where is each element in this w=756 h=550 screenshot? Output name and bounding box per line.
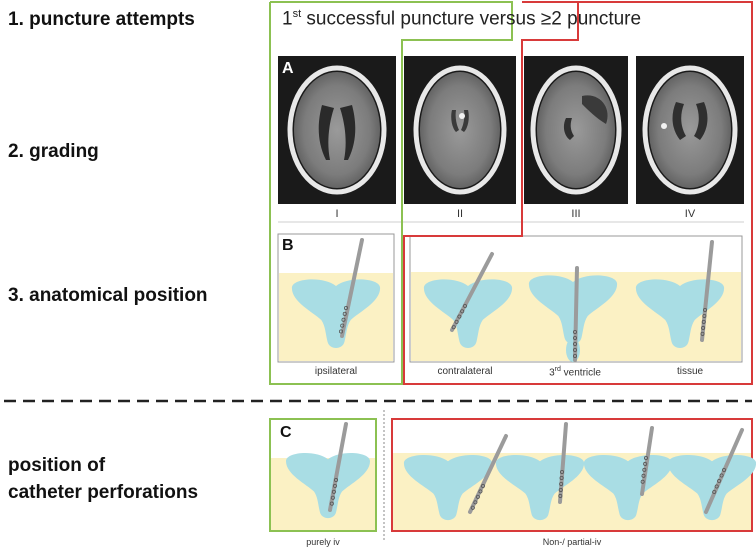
ct-ventricle	[461, 110, 469, 132]
ct-ventricle	[582, 95, 608, 124]
caption-ipsilateral: ipsilateral	[314, 366, 358, 377]
skull-outline	[530, 65, 622, 195]
row-label-anatomical-position: 3. anatomical position	[8, 285, 208, 306]
caption-contralateral: contralateral	[437, 366, 493, 377]
ct-ventricle	[451, 110, 459, 132]
caption-tissue: tissue	[676, 366, 704, 377]
catheter	[450, 252, 494, 332]
panel-letter-a: A	[282, 60, 294, 77]
ct-panel-a	[278, 56, 744, 223]
ct-ventricle	[672, 102, 686, 140]
panel-b	[277, 233, 743, 363]
puncture-attempts-header: 1st successful puncture versus ≥2 punctu…	[282, 8, 642, 30]
brain-tissue	[537, 72, 615, 188]
ct-ventricle	[563, 118, 574, 140]
brain-tissue	[294, 72, 380, 188]
catheter	[573, 266, 579, 362]
catheter	[704, 428, 744, 514]
red-outline-multiple-punctures	[403, 1, 753, 385]
panel-letter-b: B	[282, 237, 294, 254]
skull-outline	[413, 65, 507, 195]
catheter	[558, 422, 568, 504]
catheter	[468, 434, 508, 514]
ct-ventricle	[340, 105, 356, 160]
grade-label-1: I	[335, 208, 339, 220]
row-label-grading: 2. grading	[8, 141, 99, 162]
caption-partial-iv: Non-/ partial-iv	[542, 537, 602, 547]
skull-outline	[642, 65, 738, 195]
ct-catheter-tip	[459, 113, 465, 119]
row-label-puncture-attempts: 1. puncture attempts	[8, 9, 195, 30]
skull-outline	[287, 65, 387, 195]
row-label-perforations-line2: catheter perforations	[8, 482, 199, 503]
ct-catheter-tip	[661, 123, 667, 129]
grade-label-2: II	[456, 208, 464, 220]
row-label-perforations-line1: position of	[8, 455, 106, 476]
ct-ventricle	[694, 102, 708, 140]
brain-tissue	[420, 72, 500, 188]
grade-label-4: IV	[684, 208, 696, 220]
caption-purely-iv: purely iv	[306, 537, 340, 547]
catheter	[328, 422, 348, 512]
green-outline-first-success	[269, 1, 513, 385]
brain-tissue	[649, 72, 731, 188]
panel-c	[269, 410, 756, 540]
caption-third-ventricle: 3rd ventricle	[549, 366, 601, 379]
grade-label-3: III	[571, 208, 581, 220]
ct-ventricle	[318, 105, 334, 160]
panel-letter-c: C	[280, 424, 292, 441]
